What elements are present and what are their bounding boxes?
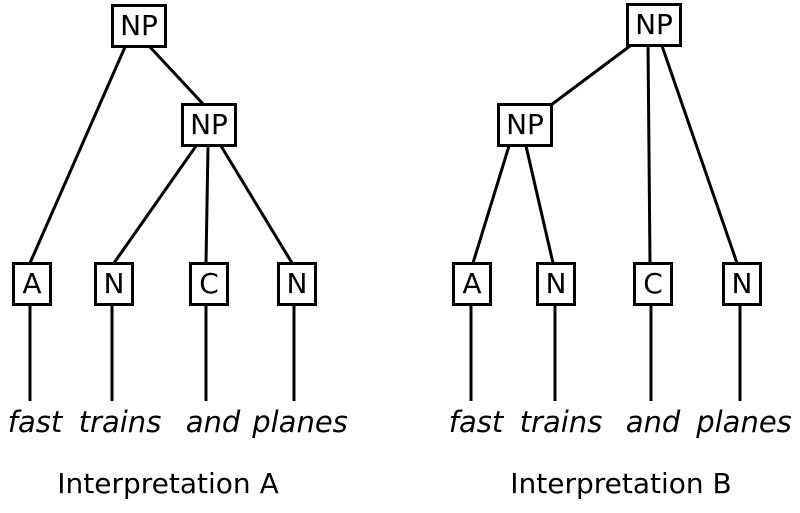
edge-a-np-to-N2 [219,145,294,264]
treeB-word-trains: trains [519,405,603,439]
treeA-word-planes: planes [252,405,348,439]
edge-a-np-to-N1 [112,145,198,264]
treeA-word-fast: fast [7,405,63,439]
treeA-word-trains: trains [78,405,162,439]
edge-a-root-to-A [28,46,127,264]
treeB-leaf-N2-node: N [722,262,762,306]
treeA-caption: Interpretation A [57,467,279,500]
edge-a-root-to-np [148,45,206,107]
treeA-word-and: and [185,405,241,439]
treeB-word-fast: fast [448,405,504,439]
edge-b-root-to-C [646,42,652,264]
edge-b-root-to-N2 [659,42,739,264]
treeA-inner-np-node: NP [181,103,237,147]
treeB-word-and: and [625,405,681,439]
edge-a-np-to-C [204,145,210,264]
treeB-leaf-C-node: C [633,262,673,306]
edge-b-np-to-N1 [524,145,555,264]
treeB-root-np-node: NP [626,3,682,47]
treeB-word-planes: planes [696,405,792,439]
edge-b-root-to-np [550,41,635,107]
treeB-caption: Interpretation B [510,467,732,500]
treeA-leaf-N1-node: N [94,262,134,306]
treeB-inner-np-node: NP [497,103,553,147]
edge-b-np-to-A [471,145,511,264]
treeA-leaf-N2-node: N [277,262,317,306]
treeA-leaf-A-node: A [12,262,52,306]
treeB-leaf-N1-node: N [536,262,576,306]
treeB-leaf-A-node: A [452,262,492,306]
treeA-root-np-node: NP [111,4,167,48]
treeA-leaf-C-node: C [189,262,229,306]
